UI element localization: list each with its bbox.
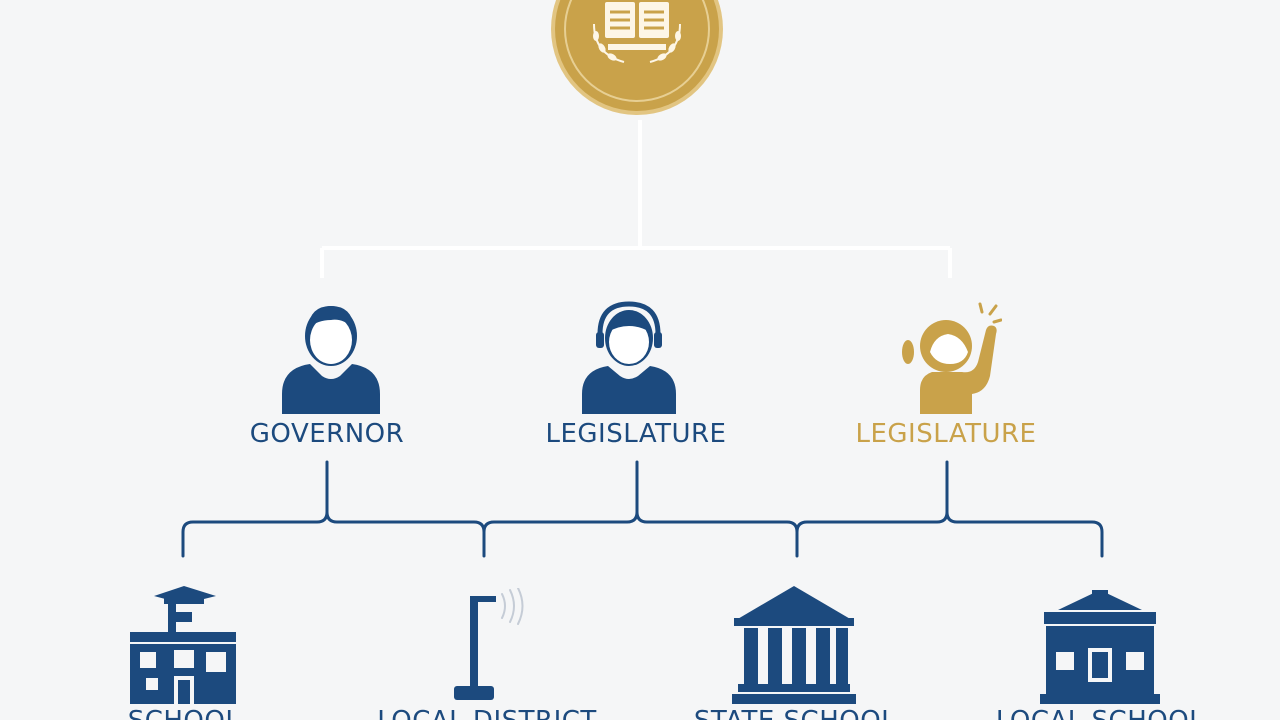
- top-emblem: [550, 0, 724, 116]
- bottom-connectors: [181, 460, 1104, 558]
- legislature-gold-node: [902, 300, 1003, 414]
- person-headset-icon: [582, 301, 676, 414]
- local-school-node: [1040, 588, 1160, 704]
- local-district-node: [450, 587, 530, 704]
- governor-node: [280, 298, 382, 414]
- state-school-node: [732, 584, 856, 704]
- institution-label-local-school: LOCAL SCHOOL: [996, 706, 1204, 720]
- raised-hand-child-icon: [902, 302, 1003, 414]
- connector-legislature-state: [635, 510, 799, 558]
- top-connectors: [320, 120, 952, 278]
- connector-governor-district: [325, 510, 486, 558]
- official-label-legislature-2: LEGISLATURE: [855, 419, 1037, 449]
- institution-label-state-school: STATE SCHOOL: [694, 706, 896, 720]
- institution-label-local-district: LOCAL DISTRICT: [377, 706, 597, 720]
- institution-label-school: SCHOOL: [128, 706, 241, 720]
- connector-legislature-district: [482, 460, 639, 534]
- connector-governor-school: [181, 460, 329, 558]
- book-seal-icon: [551, 0, 723, 115]
- connector-legislature2-local: [945, 510, 1104, 558]
- person-icon: [282, 306, 380, 414]
- government-building-icon: [732, 586, 856, 704]
- official-label-governor: GOVERNOR: [249, 419, 405, 449]
- legislature-node: [578, 300, 680, 414]
- radio-tower-icon: [454, 587, 524, 700]
- school-node: [130, 584, 238, 704]
- connector-legislature2-state: [795, 460, 949, 534]
- school-building-icon: [130, 586, 236, 704]
- official-label-legislature: LEGISLATURE: [545, 419, 727, 449]
- schoolhouse-icon: [1040, 590, 1160, 704]
